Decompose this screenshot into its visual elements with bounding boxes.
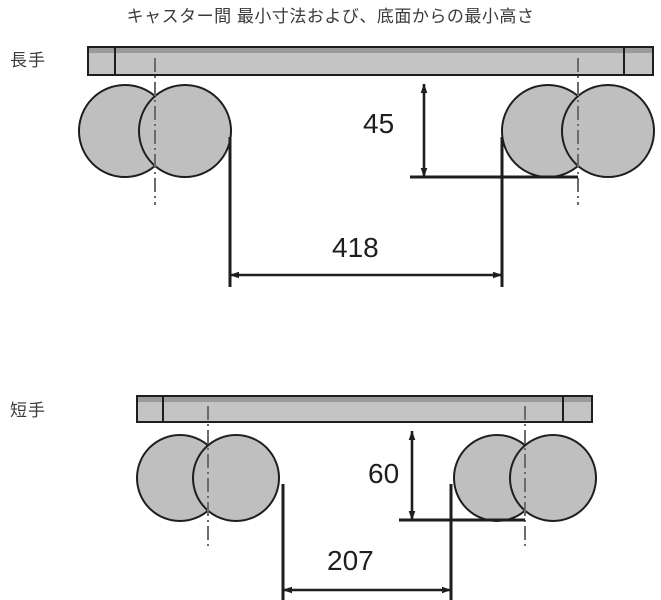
dimension-value-short-span: 207 xyxy=(327,545,374,576)
caster-group-long-right xyxy=(501,84,655,178)
caster-group-short-left xyxy=(136,434,280,522)
view-short-side xyxy=(136,395,597,600)
caster-wheel xyxy=(138,84,232,178)
caster-group-long-left xyxy=(78,84,232,178)
dimension-value-long-span: 418 xyxy=(332,232,379,263)
chassis-bar-top-highlight xyxy=(89,48,652,53)
span-dimension-long xyxy=(228,137,504,287)
dimension-value-short-height: 60 xyxy=(368,458,400,489)
caster-wheel xyxy=(192,434,280,522)
view-label-short-side: 短手 xyxy=(10,401,46,420)
page-title: キャスター間 最小寸法および、底面からの最小高さ xyxy=(126,7,535,26)
chassis-bar-long xyxy=(87,46,654,76)
span-dimension-short xyxy=(281,484,453,600)
chassis-bar-top-highlight xyxy=(138,397,591,402)
caster-wheel xyxy=(561,84,655,178)
caster-group-short-right xyxy=(453,434,597,522)
dimension-value-long-height: 45 xyxy=(363,108,395,139)
caster-wheel xyxy=(509,434,597,522)
view-label-long-side: 長手 xyxy=(10,51,46,70)
view-long-side xyxy=(78,46,655,287)
chassis-bar-short xyxy=(136,395,593,423)
